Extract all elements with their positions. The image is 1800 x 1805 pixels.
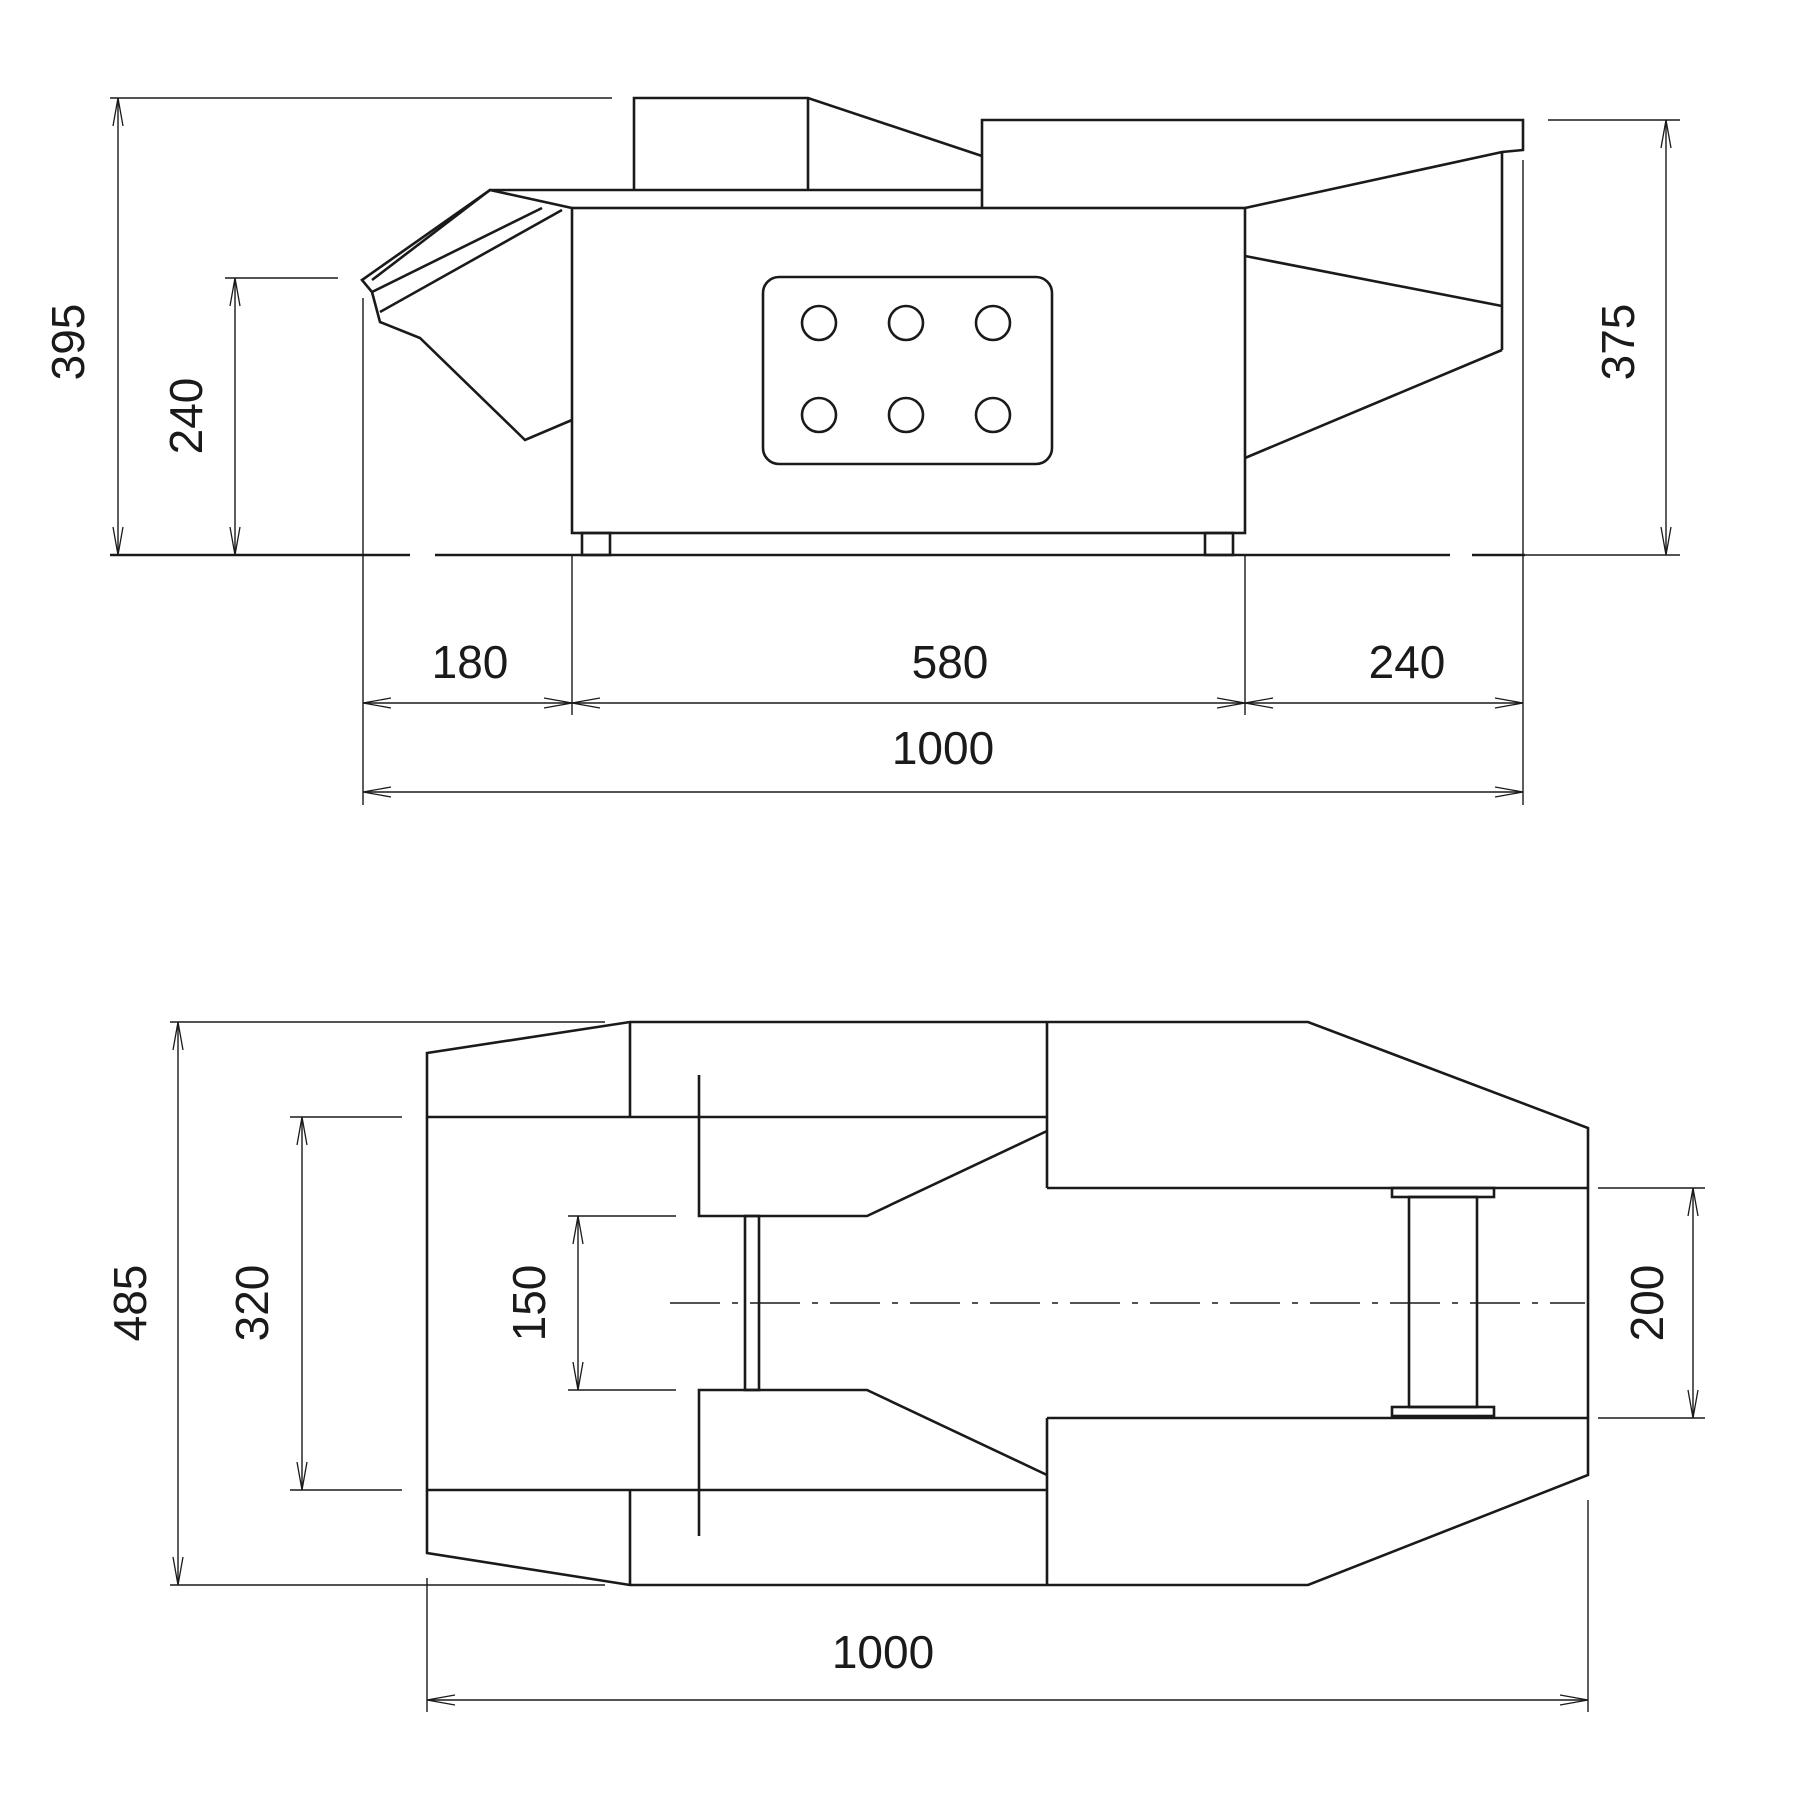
arrow-head [572,1215,584,1245]
panel-knob [800,396,838,434]
panel-knob [887,304,925,342]
arrow-head [296,1116,308,1146]
arrow-head [362,786,392,798]
panel-knob [887,396,925,434]
top-housing [632,96,983,190]
nozzle-upper [697,1075,1048,1218]
arrow-head [572,1361,584,1391]
arrow-head [1687,1389,1699,1419]
front-chute [360,188,573,442]
outer-outline [425,1020,1590,1587]
dimension-label-395: 395 [42,304,94,381]
dimension-label-375: 375 [1592,304,1644,381]
roller-cap [1390,1405,1496,1418]
rear-funnel-bottom [1244,348,1503,460]
roller-cap [1390,1186,1496,1199]
front-foot [580,531,612,557]
dimension-label-1000-top: 1000 [832,1626,934,1678]
rear-foot [1203,531,1235,557]
chute-rail [379,208,563,314]
arrow-head [1559,1694,1589,1706]
chute-rail [371,206,543,294]
arrow-head [1660,526,1672,556]
arrow-head [296,1461,308,1491]
dimension-label-1000: 1000 [892,722,994,774]
arrow-head [1494,786,1524,798]
arrow-head [172,1021,184,1051]
arrow-head [229,277,241,307]
panel-knob [974,396,1012,434]
dimension-label-180: 180 [432,636,509,688]
panel-knob [800,304,838,342]
panel-knob [974,304,1012,342]
arrow-head [426,1694,456,1706]
arrow-head [112,526,124,556]
arrow-head [172,1556,184,1586]
dimension-label-200: 200 [1621,1265,1673,1342]
dimension-label-240-horizontal: 240 [1369,636,1446,688]
dimension-label-150: 150 [503,1265,555,1342]
arrow-head [1494,697,1524,709]
dimension-label-240: 240 [160,378,212,455]
arrow-head [571,697,601,709]
arrow-head [1244,697,1274,709]
main-body [570,206,1247,535]
dimension-label-580: 580 [912,636,989,688]
side-view: 395 240 375 180 580 240 [42,96,1680,805]
arrow-head [362,697,392,709]
nozzle-lower [697,1388,1048,1536]
control-panel [761,275,1054,466]
chute-rail [371,188,491,282]
dimension-label-320: 320 [226,1265,278,1342]
dimension-label-485: 485 [104,1265,156,1342]
arrow-head [1687,1187,1699,1217]
rear-housing [980,118,1525,210]
arrow-head [229,526,241,556]
rear-roller [1407,1195,1479,1409]
top-view: 485 320 150 200 1000 [104,1020,1705,1712]
arrow-head [1660,119,1672,149]
arrow-head [112,97,124,127]
rear-funnel-line [1244,254,1503,308]
